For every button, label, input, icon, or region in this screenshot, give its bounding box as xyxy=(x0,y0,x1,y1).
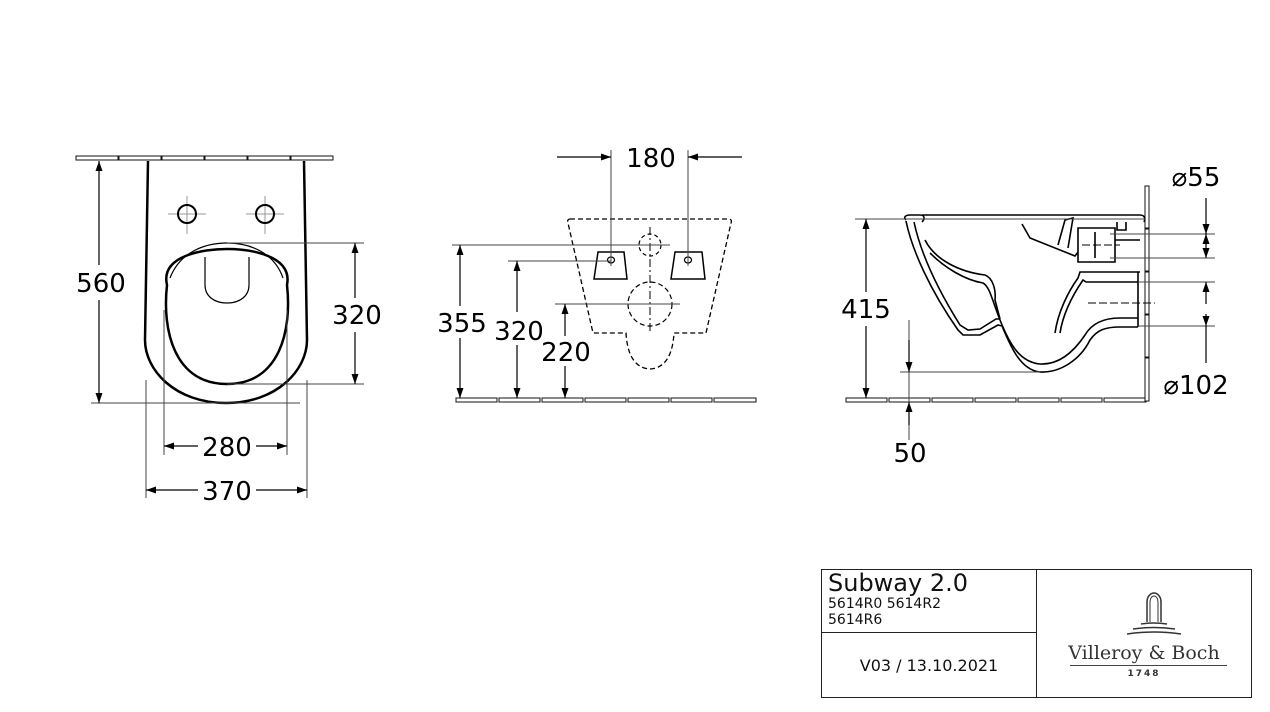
brand-name: Villeroy & Boch xyxy=(1068,642,1220,664)
dim-inlet-height: 355 xyxy=(437,309,487,339)
brand-underline xyxy=(1070,665,1227,666)
dim-fixing-height: 320 xyxy=(494,317,544,347)
article-numbers-line2: 5614R6 xyxy=(828,612,883,628)
wall-strip xyxy=(1144,185,1150,402)
wall-strip xyxy=(75,155,334,161)
bowl-section xyxy=(904,214,1146,373)
brand-year: 1748 xyxy=(1127,669,1161,679)
side-view: 415 50 ⌀55 ⌀102 xyxy=(841,163,1228,469)
floor-strip xyxy=(845,397,1147,403)
bowl-outline xyxy=(143,160,309,405)
dim-inlet-diameter: ⌀55 xyxy=(1172,163,1221,193)
dim-outlet-diameter: ⌀102 xyxy=(1163,371,1228,401)
dim-opening-width: 280 xyxy=(202,433,252,463)
product-info: Subway 2.0 5614R0 5614R2 5614R6 xyxy=(822,570,1036,633)
fixing-holes xyxy=(168,196,284,234)
bowl-opening xyxy=(164,247,290,386)
brand-block: Villeroy & Boch 1748 xyxy=(1037,570,1251,697)
dim-rim-height: 415 xyxy=(841,295,891,325)
product-name: Subway 2.0 xyxy=(828,569,969,597)
rear-view: 180 355 320 220 xyxy=(437,144,757,403)
title-block: Subway 2.0 5614R0 5614R2 5614R6 V03 / 13… xyxy=(821,569,1252,698)
version-date: V03 / 13.10.2021 xyxy=(859,655,999,675)
dim-opening-length: 320 xyxy=(332,301,382,331)
dim-overall-width: 370 xyxy=(202,477,252,507)
fountain-arch-icon xyxy=(1126,592,1182,635)
title-block-info: Subway 2.0 5614R0 5614R2 5614R6 V03 / 13… xyxy=(822,570,1037,697)
water-area xyxy=(204,257,250,304)
dim-outlet-height: 220 xyxy=(541,338,591,368)
bowl-silhouette-dashed xyxy=(566,218,733,370)
dim-overall-length: 560 xyxy=(76,269,126,299)
dim-fixing-centers: 180 xyxy=(626,144,676,174)
dim-outlet-clearance: 50 xyxy=(893,439,926,469)
article-numbers-line1: 5614R0 5614R2 xyxy=(828,596,941,612)
top-view: 560 320 280 370 xyxy=(75,155,382,507)
floor-strip xyxy=(455,397,757,403)
